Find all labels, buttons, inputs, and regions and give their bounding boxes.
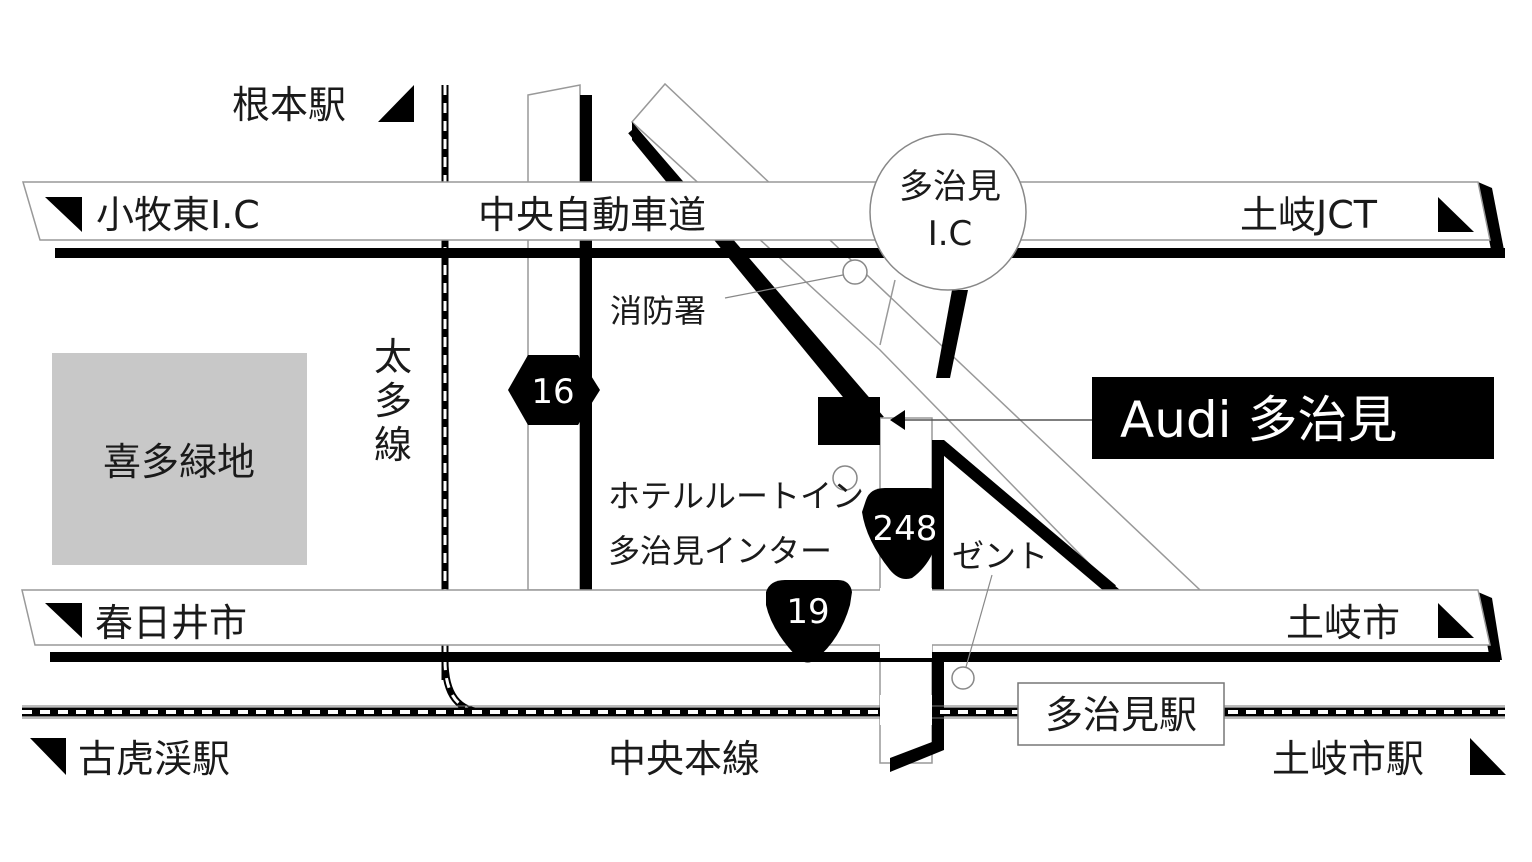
route-19-road bbox=[21, 588, 1502, 662]
toki-city-direction-icon bbox=[1438, 603, 1474, 638]
expressway-name: 中央自動車道 bbox=[478, 193, 706, 237]
taita-line-char-1: 太 bbox=[374, 335, 412, 379]
route-16-shield: 16 bbox=[508, 355, 600, 425]
tajimi-station-label: 多治見駅 bbox=[1045, 693, 1197, 737]
taita-line-char-2: 多 bbox=[374, 379, 412, 423]
toki-city-label: 土岐市 bbox=[1286, 601, 1400, 645]
hotel-label-line2: 多治見インター bbox=[608, 532, 832, 570]
route-248-shield: 248 bbox=[862, 488, 944, 579]
fire-station-label: 消防署 bbox=[610, 292, 706, 330]
tajimi-station-box bbox=[1017, 682, 1225, 746]
arrow-icon bbox=[890, 410, 905, 430]
zent-marker bbox=[951, 666, 975, 690]
hotel-label-line1: ホテルルートイン bbox=[608, 477, 864, 515]
fire-station-marker bbox=[842, 259, 868, 285]
chuo-expressway bbox=[21, 181, 1505, 258]
kokokei-direction-icon bbox=[30, 738, 66, 775]
taita-line-char-3: 線 bbox=[374, 423, 412, 467]
svg-text:248: 248 bbox=[873, 509, 938, 549]
kasugai-direction-icon bbox=[45, 603, 82, 638]
destination-label: Audi 多治見 bbox=[1120, 391, 1397, 449]
tajimi-ic-label-line2: I.C bbox=[928, 214, 973, 254]
park-label: 喜多緑地 bbox=[103, 440, 255, 484]
svg-text:19: 19 bbox=[786, 592, 829, 632]
komaki-ic-label: 小牧東I.C bbox=[96, 193, 260, 237]
komaki-direction-icon bbox=[45, 197, 82, 232]
tajimi-ic-label-line1: 多治見 bbox=[899, 167, 1001, 207]
kasugai-label: 春日井市 bbox=[95, 601, 247, 645]
park-area bbox=[52, 353, 307, 565]
toki-jct-label: 土岐JCT bbox=[1240, 193, 1378, 237]
chuo-main-line bbox=[22, 695, 1505, 725]
nemoto-station-label: 根本駅 bbox=[232, 83, 346, 127]
toki-station-label: 土岐市駅 bbox=[1272, 737, 1424, 781]
zent-label: ゼント bbox=[952, 537, 1048, 575]
toki-jct-direction-icon bbox=[1438, 197, 1474, 232]
destination-box bbox=[1092, 377, 1494, 459]
nemoto-direction-icon bbox=[378, 85, 414, 122]
chuo-line-label: 中央本線 bbox=[608, 737, 760, 781]
toki-station-direction-icon bbox=[1470, 738, 1506, 775]
kokokei-station-label: 古虎渓駅 bbox=[78, 737, 230, 781]
svg-text:16: 16 bbox=[531, 372, 574, 412]
hotel-marker bbox=[832, 465, 858, 491]
audi-location-marker bbox=[818, 397, 880, 445]
route-16-road bbox=[527, 84, 592, 591]
tajimi-ic-circle bbox=[869, 133, 1027, 291]
route-19-shield: 19 bbox=[766, 580, 852, 663]
